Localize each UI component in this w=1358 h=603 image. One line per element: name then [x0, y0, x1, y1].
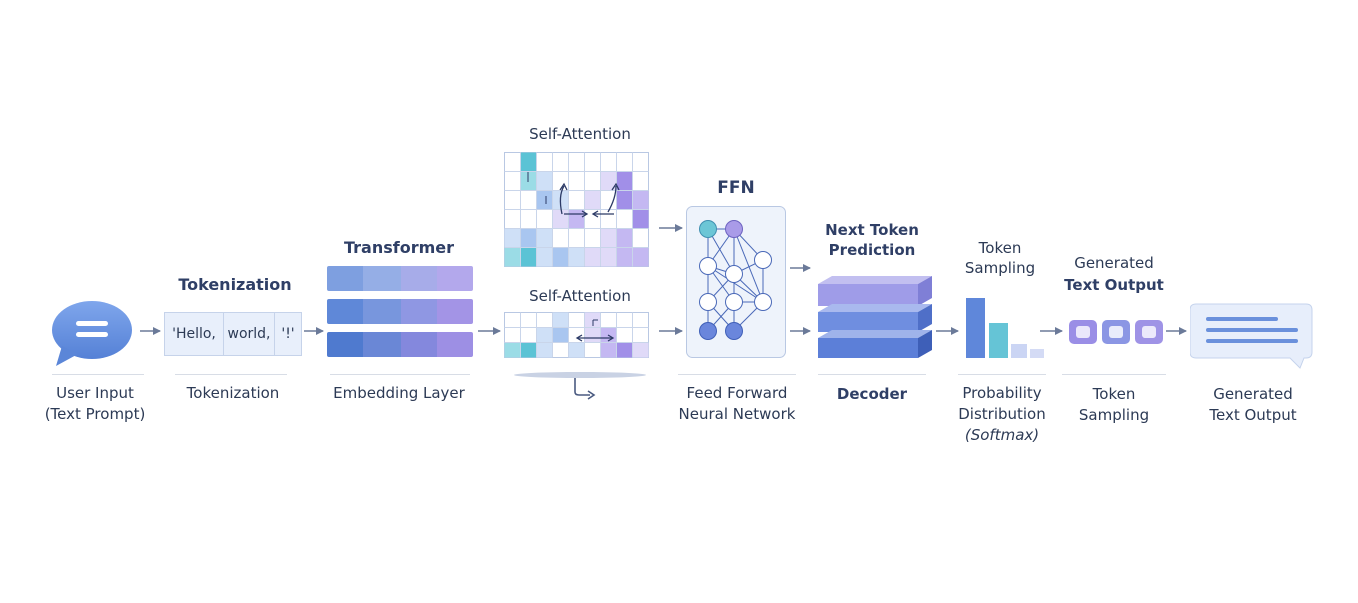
user-input-caption-line2: (Text Prompt)	[44, 405, 146, 423]
attention-cell	[600, 228, 617, 248]
self-attention-title-bottom: Self-Attention	[529, 287, 631, 305]
attention-cell	[536, 327, 553, 343]
attention-cell	[504, 342, 521, 358]
self-attention-title-top: Self-Attention	[529, 125, 631, 143]
next-token-title-line2: Prediction	[828, 241, 916, 259]
attention-cell	[600, 247, 617, 267]
attention-cell	[568, 247, 585, 267]
attention-cell	[536, 190, 553, 210]
attention-matrix-top	[504, 152, 649, 267]
probability-bars-icon	[966, 298, 1044, 358]
attention-cell	[584, 247, 601, 267]
attention-cell	[600, 342, 617, 358]
ffn-caption-line1: Feed Forward	[686, 384, 788, 402]
embedding-row	[327, 332, 473, 357]
token-chip: world,	[223, 312, 275, 356]
transformer-title: Transformer	[343, 238, 454, 257]
attention-cell	[536, 171, 553, 191]
attention-cell	[552, 327, 569, 343]
embedding-row	[327, 266, 473, 291]
decoder-stack-icon	[818, 276, 932, 358]
sampling-caption-line2: Sampling	[1078, 406, 1150, 424]
attention-cell	[504, 228, 521, 248]
token-sampling-title-line2: Sampling	[964, 259, 1036, 277]
attention-cell	[600, 171, 617, 191]
attention-cell	[584, 327, 601, 343]
attention-matrix-bottom	[504, 312, 649, 358]
probability-caption-line3: (Softmax)	[964, 426, 1040, 444]
probability-caption-line1: Probability	[962, 384, 1042, 402]
neural-network-icon	[686, 206, 786, 358]
attention-cell	[616, 171, 633, 191]
attention-cell	[536, 342, 553, 358]
attention-cell	[616, 342, 633, 358]
ffn-title: FFN	[717, 178, 755, 198]
attention-cell	[632, 342, 649, 358]
attention-loop-arrow	[514, 372, 646, 400]
output-caption-line2: Text Output	[1209, 406, 1297, 424]
token-chip: 'Hello,	[164, 312, 224, 356]
attention-cell	[632, 209, 649, 229]
attention-cell	[568, 209, 585, 229]
attention-cell	[520, 342, 537, 358]
attention-cell	[616, 247, 633, 267]
attention-cell	[520, 228, 537, 248]
sampled-tokens-icon	[1069, 320, 1163, 344]
attention-cell	[616, 228, 633, 248]
attention-cell	[536, 228, 553, 248]
attention-cell	[568, 342, 585, 358]
attention-cell	[616, 190, 633, 210]
ffn-caption-line2: Neural Network	[678, 405, 796, 423]
output-caption-line1: Generated	[1213, 385, 1293, 403]
tokenization-caption: Tokenization	[186, 384, 280, 402]
output-message-icon	[1190, 303, 1313, 369]
attention-cell	[536, 247, 553, 267]
sampling-caption-line1: Token	[1092, 385, 1136, 403]
attention-cell	[520, 152, 537, 172]
attention-cell	[632, 247, 649, 267]
attention-cell	[552, 209, 569, 229]
attention-cell	[504, 247, 521, 267]
attention-cell	[552, 247, 569, 267]
user-input-caption-line1: User Input	[56, 384, 134, 402]
token-sampling-title-line1: Token	[978, 239, 1022, 257]
attention-cell	[552, 312, 569, 328]
generated-title-line1: Generated	[1074, 254, 1154, 272]
attention-cell	[520, 247, 537, 267]
decoder-caption: Decoder	[836, 385, 908, 403]
generated-title-line2: Text Output	[1064, 276, 1164, 294]
attention-cell	[632, 190, 649, 210]
chat-bubble-icon	[52, 301, 132, 366]
attention-cell	[584, 190, 601, 210]
next-token-title-line1: Next Token	[825, 221, 919, 239]
embedding-row	[327, 299, 473, 324]
embedding-caption: Embedding Layer	[333, 384, 465, 402]
probability-caption-line2: Distribution	[958, 405, 1046, 423]
token-chip: '!'	[274, 312, 302, 356]
tokenization-title: Tokenization	[178, 275, 292, 294]
